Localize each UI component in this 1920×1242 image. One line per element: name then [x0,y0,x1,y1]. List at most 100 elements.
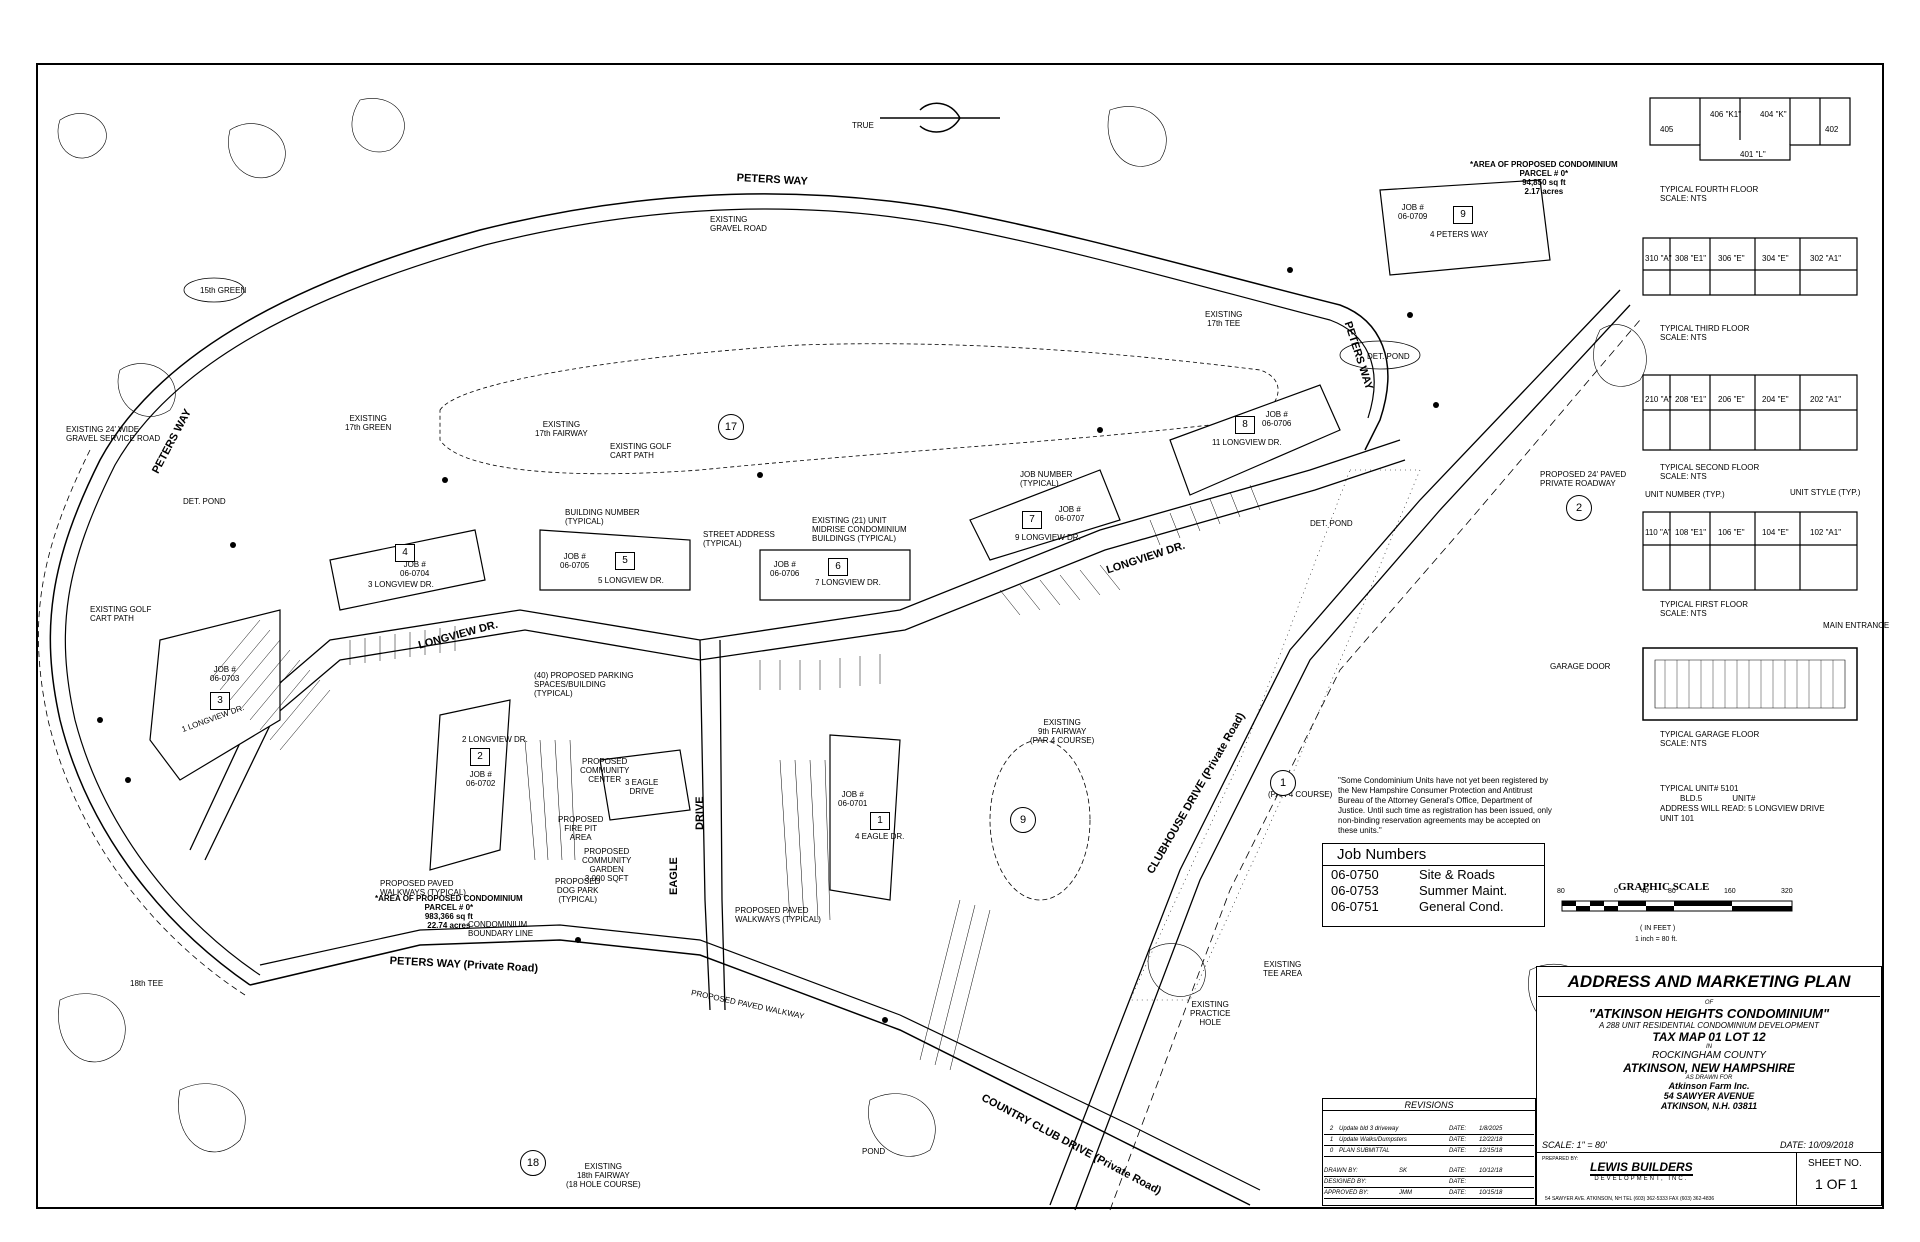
fourth-floor-unit-label: 406 "K1" [1710,110,1742,119]
label-gravel-service: EXISTING 24' WIDE GRAVEL SERVICE ROAD [66,425,161,443]
scale-text: SCALE: 1" = 80' [1542,1140,1607,1150]
north-arrow-icon [880,102,1000,133]
plan-title: ADDRESS AND MARKETING PLAN [1538,972,1880,997]
building-5-number: 5 [615,552,635,570]
label-practice-hole: EXISTING PRACTICE HOLE [1190,1000,1231,1027]
label-golf-cart-path: EXISTING GOLF CART PATH [610,442,672,460]
third-floor-unit-label: 302 "A1" [1810,254,1842,263]
label-proposed-roadway: PROPOSED 24' PAVED PRIVATE ROADWAY [1540,470,1627,488]
building-8-number: 8 [1235,416,1255,434]
third-floor-unit-label: 304 "E" [1762,254,1789,263]
label-area-condo-1: *AREA OF PROPOSED CONDOMINIUM PARCEL # 0… [375,894,523,930]
building-8-job: JOB # 06-0706 [1262,410,1292,428]
label-det-pond-1: DET. POND [183,497,226,506]
third-floor-unit-label: 308 "E1" [1675,254,1707,263]
second-floor-unit-label: 210 "A" [1645,395,1672,404]
first-floor-unit-label: 104 "E" [1762,528,1789,537]
label-17th-tee: EXISTING 17th TEE [1205,310,1243,328]
garage-floor-title: TYPICAL GARAGE FLOOR SCALE: NTS [1660,730,1760,748]
first-floor-title: TYPICAL FIRST FLOOR SCALE: NTS [1660,600,1749,618]
sheet-value: 1 OF 1 [1815,1176,1858,1192]
label-tee-area: EXISTING TEE AREA [1263,960,1303,978]
label-fire-pit: PROPOSED FIRE PIT AREA [558,815,604,842]
first-floor-unit-label: 102 "A1" [1810,528,1842,537]
fourth-floor-unit-label: 404 "K" [1760,110,1787,119]
building-7-job: JOB # 06-0707 [1055,505,1085,523]
job-numbers-title: Job Numbers [1323,844,1544,866]
label-north: TRUE [852,121,874,130]
building-2-number: 2 [470,748,490,766]
title-block [1536,966,1882,1206]
hole-2: 2 [1566,495,1592,521]
peters-way-loop [49,193,1389,986]
building-community-address: 3 EAGLE DRIVE [625,778,659,796]
first-floor-unit-label: 106 "E" [1718,528,1745,537]
building-7-address: 9 LONGVIEW DR. [1015,533,1081,542]
building-4-number: 4 [395,544,415,562]
building-9-job: JOB # 06-0709 [1398,203,1428,221]
building-2-address: 2 LONGVIEW DR. [462,735,528,744]
label-parking-spaces: (40) PROPOSED PARKING SPACES/BUILDING (T… [534,671,634,698]
label-job-number-note: JOB NUMBER (TYPICAL) [1020,470,1073,488]
hole-1: 1 [1270,770,1296,796]
label-golf-cart-path-2: EXISTING GOLF CART PATH [90,605,152,623]
second-floor-unit-label: 208 "E1" [1675,395,1707,404]
building-2-job: JOB # 06-0702 [466,770,496,788]
label-9th-fairway: EXISTING 9th FAIRWAY (PAR 4 COURSE) [1030,718,1095,745]
disclaimer-note: "Some Condominium Units have not yet bee… [1338,776,1552,835]
graphic-scale-units: ( IN FEET ) [1640,925,1676,932]
label-18th-fairway: EXISTING 18th FAIRWAY (18 HOLE COURSE) [566,1162,641,1189]
label-17th-fairway: EXISTING 17th FAIRWAY [535,420,588,438]
third-floor-title: TYPICAL THIRD FLOOR SCALE: NTS [1660,324,1750,342]
first-floor-unit-label: 110 "A" [1645,528,1671,537]
fourth-floor-title: TYPICAL FOURTH FLOOR SCALE: NTS [1660,185,1759,203]
fourth-floor-unit-label: 405 [1660,125,1674,134]
label-det-pond-3: DET. POND [1310,519,1353,528]
label-15th-green: 15th GREEN [200,286,247,295]
building-9-number: 9 [1453,206,1473,224]
title-block-body: OF "ATKINSON HEIGHTS CONDOMINIUM" A 288 … [1588,1000,1830,1111]
date-text: DATE: 10/09/2018 [1780,1140,1854,1150]
label-18th-tee: 18th TEE [130,979,164,988]
label-unit-note: EXISTING (21) UNIT MIDRISE CONDOMINIUM B… [812,516,907,543]
hole-9: 9 [1010,807,1036,833]
label-paved-walkways-1: PROPOSED PAVED WALKWAYS (TYPICAL) [380,879,466,897]
main-entrance-note: MAIN ENTRANCE [1823,621,1890,630]
building-9-address: 4 PETERS WAY [1430,230,1489,239]
second-floor-title: TYPICAL SECOND FLOOR SCALE: NTS [1660,463,1760,481]
label-paved-walkways-2: PROPOSED PAVED WALKWAYS (TYPICAL) [735,906,821,924]
sheet-label: SHEET NO. [1808,1158,1862,1169]
building-5-address: 5 LONGVIEW DR. [598,576,664,585]
third-floor-unit-label: 310 "A" [1645,254,1672,263]
unit-style-note: UNIT STYLE (TYP.) [1790,488,1861,497]
prepared-by: PREPARED BY: [1542,1156,1579,1162]
building-7-number: 7 [1022,511,1042,529]
second-floor-unit-label: 204 "E" [1762,395,1789,404]
label-condo-boundary: CONDOMINIUM BOUNDARY LINE [468,920,534,938]
hole-18: 18 [520,1150,546,1176]
building-6-number: 6 [828,558,848,576]
graphic-scale-title: GRAPHIC SCALE [1618,881,1710,893]
building-8-address: 11 LONGVIEW DR. [1212,438,1282,447]
label-17th-green: EXISTING 17th GREEN [345,414,392,432]
building-3-job: JOB # 06-0703 [210,665,240,683]
garage-door-note: GARAGE DOOR [1550,662,1611,671]
building-1-address: 4 EAGLE DR. [855,832,905,841]
label-gravel-road: EXISTING GRAVEL ROAD [710,215,767,233]
unit-number-note: UNIT NUMBER (TYP.) [1645,490,1725,499]
fourth-floor-unit-label: 402 [1825,125,1839,134]
label-dog-park: PROPOSED DOG PARK (TYPICAL) [555,877,601,904]
building-4-address: 3 LONGVIEW DR. [368,580,434,589]
label-community-garden: PROPOSED COMMUNITY GARDEN 3,000 SQFT [582,847,632,883]
third-floor-unit-label: 306 "E" [1718,254,1745,263]
